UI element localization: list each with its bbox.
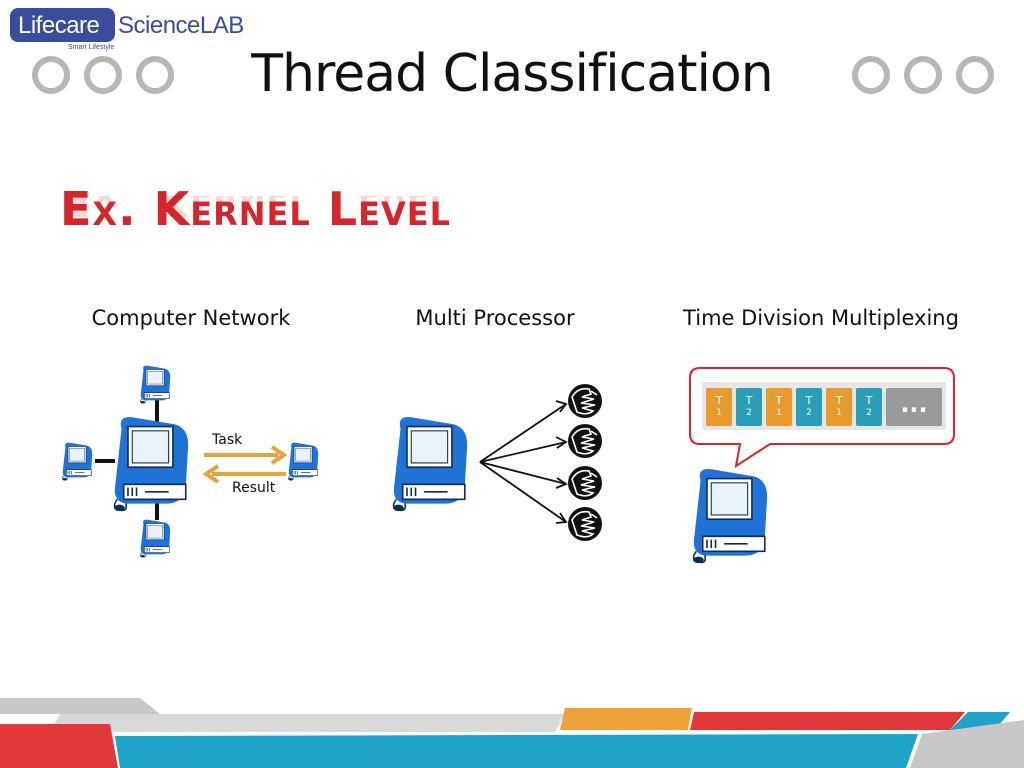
cpu-chip-icon — [567, 465, 603, 501]
computer-icon-right — [288, 442, 319, 481]
task-arrowhead — [270, 445, 288, 465]
queue-slot-number: 2 — [806, 408, 812, 418]
queue-slot-number: 2 — [866, 408, 872, 418]
computer-icon-left — [62, 442, 93, 481]
queue-more-box — [886, 388, 942, 426]
circle-icon — [136, 56, 174, 94]
circle-icon — [904, 56, 942, 94]
queue-slot-letter: T — [715, 394, 723, 407]
cpu-chip-icon — [567, 383, 603, 419]
cpu-chip-icon — [567, 506, 603, 542]
task-label: Task — [212, 432, 243, 448]
logo-badge — [10, 8, 115, 42]
queue-slot-letter: T — [745, 394, 753, 407]
circle-icon — [32, 56, 70, 94]
cpu-chip-icon — [567, 423, 603, 459]
decor-circles-right — [852, 56, 994, 94]
footer-decoration — [0, 698, 1024, 768]
queue-slot-letter: T — [805, 394, 813, 407]
central-computer-icon — [113, 416, 189, 512]
circle-icon — [956, 56, 994, 94]
queue-track — [702, 382, 946, 430]
computer-icon-top — [140, 365, 171, 404]
queue-slot-number: 1 — [836, 408, 842, 418]
queue-more-label: ... — [900, 390, 928, 418]
logo-word-2: ScienceLAB — [118, 12, 244, 39]
circle-icon — [852, 56, 890, 94]
tdm-computer-icon — [692, 468, 768, 564]
computer-icon-bottom — [140, 519, 171, 558]
queue-slot-letter: T — [865, 394, 873, 407]
queue-slot-number: 2 — [746, 408, 752, 418]
column-label-network: Computer Network — [91, 306, 291, 330]
company-logo: Lifecare ScienceLAB Smart Lifestyle — [10, 8, 265, 58]
queue-slot-letter: T — [835, 394, 843, 407]
network-diagram — [62, 365, 319, 558]
logo-tagline: Smart Lifestyle — [68, 44, 115, 51]
column-label-multiprocessor: Multi Processor — [415, 306, 575, 330]
queue-slot-letter: T — [775, 394, 783, 407]
logo-word-1: Lifecare — [18, 12, 100, 39]
queue-slot-number: 1 — [776, 408, 782, 418]
result-label: Result — [232, 480, 276, 496]
column-label-tdm: Time Division Multiplexing — [683, 306, 959, 330]
queue-slot-number: 1 — [716, 408, 722, 418]
result-arrowhead — [202, 464, 220, 484]
section-heading: Ex. Kernel Level — [60, 182, 451, 236]
multiprocessor-diagram — [392, 383, 603, 542]
processor-computer-icon — [392, 416, 468, 512]
circle-icon — [84, 56, 122, 94]
slide-title: Thread Classification — [251, 44, 773, 104]
decor-circles-left — [32, 56, 174, 94]
